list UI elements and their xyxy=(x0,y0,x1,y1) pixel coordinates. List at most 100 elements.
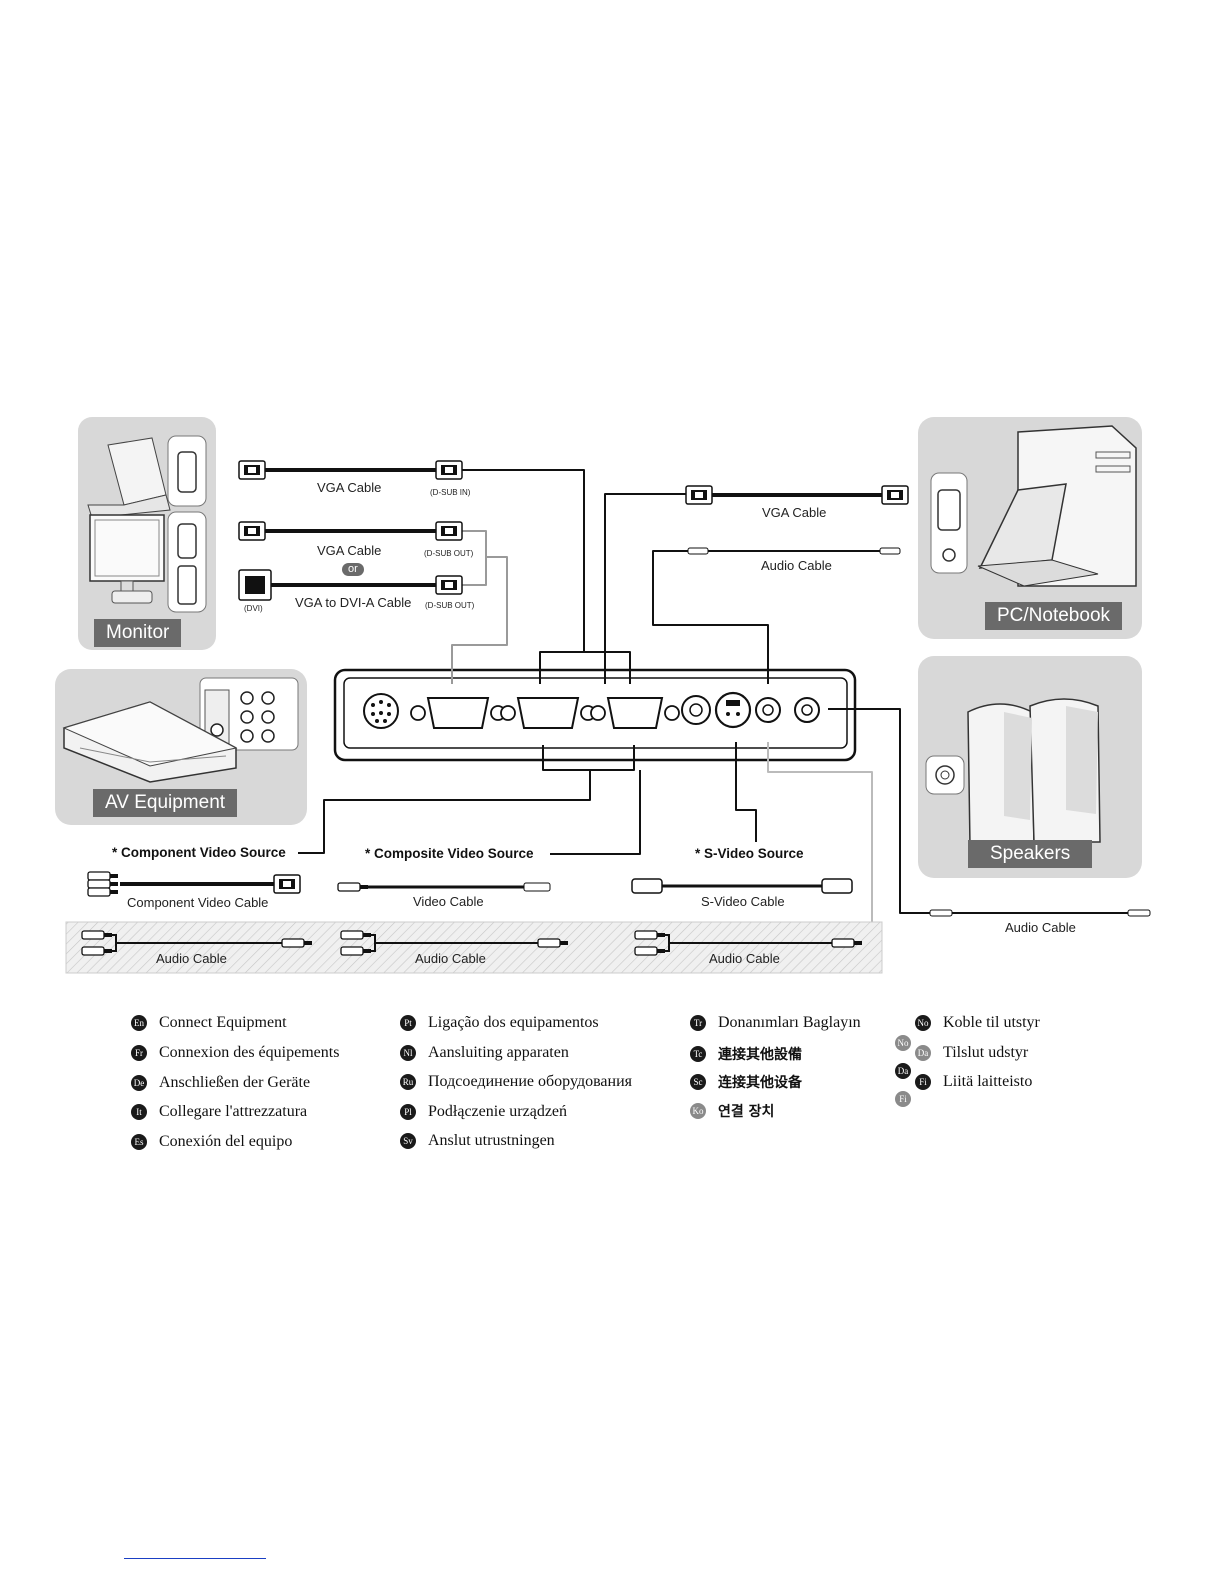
language-item-ru: Ru Подсоединение оборудования xyxy=(400,1073,632,1091)
component-cable-label: Component Video Cable xyxy=(127,895,269,910)
language-item-tr: Tr Donanımları Baglayın xyxy=(690,1014,861,1032)
language-badge: Da xyxy=(915,1045,931,1061)
language-title: 连接其他设备 xyxy=(718,1075,802,1091)
language-item-no: No Koble til utstyr xyxy=(915,1014,1040,1032)
video-cable xyxy=(337,882,551,892)
language-badge: Da xyxy=(895,1063,911,1079)
language-badge: Pl xyxy=(400,1104,416,1120)
vga-cable-out-label: VGA Cable xyxy=(317,543,382,558)
language-title: Anschließen der Geräte xyxy=(159,1074,311,1091)
language-item-tc: Tc 連接其他設備 xyxy=(690,1044,802,1064)
language-title: Koble til utstyr xyxy=(943,1014,1040,1031)
language-title: Ligação dos equipamentos xyxy=(428,1014,599,1031)
connection-lines xyxy=(298,469,930,922)
floating-badge-no: No xyxy=(895,1035,911,1051)
language-item-en: En Connect Equipment xyxy=(131,1014,287,1032)
language-title: Aansluiting apparaten xyxy=(428,1044,569,1061)
audio-cable-speakers-label: Audio Cable xyxy=(1005,920,1076,935)
audio-cable-pc-label: Audio Cable xyxy=(761,558,832,573)
monitor-panel xyxy=(78,417,216,650)
floating-badge-da: Da xyxy=(895,1063,911,1079)
language-item-it: It Collegare l'attrezzatura xyxy=(131,1103,307,1121)
language-item-es: Es Conexión del equipo xyxy=(131,1133,292,1151)
or-pill: or xyxy=(342,563,364,576)
av-equipment-label: AV Equipment xyxy=(93,789,238,817)
language-title: Collegare l'attrezzatura xyxy=(159,1103,308,1120)
dvi-cable xyxy=(238,569,463,601)
vga-cable-in xyxy=(238,460,463,480)
component-source-label: * Component Video Source xyxy=(112,845,286,860)
dvi-dsub-out-note: (D-SUB OUT) xyxy=(425,601,475,610)
audio-cable-label-1: Audio Cable xyxy=(156,951,227,966)
dsub-in-note: (D-SUB IN) xyxy=(430,488,471,497)
svideo-source-label: * S-Video Source xyxy=(695,846,804,861)
svideo-cable-label: S-Video Cable xyxy=(701,894,785,909)
language-badge: De xyxy=(131,1075,147,1091)
dvi-cable-label: VGA to DVI-A Cable xyxy=(295,595,412,610)
language-badge: Sv xyxy=(400,1133,416,1149)
dsub-out-note: (D-SUB OUT) xyxy=(424,549,474,558)
video-cable-label: Video Cable xyxy=(413,894,484,909)
floating-badge-fi: Fi xyxy=(895,1091,911,1107)
language-badge: En xyxy=(131,1015,147,1031)
projector-io-panel xyxy=(333,668,857,762)
vga-cable-pc xyxy=(685,485,909,505)
pc-notebook-panel xyxy=(918,417,1142,639)
component-cable xyxy=(87,871,301,897)
language-badge: Tc xyxy=(690,1046,706,1062)
dvi-end-note: (DVI) xyxy=(244,604,263,613)
audio-cable-speakers xyxy=(929,909,1151,917)
language-title: Connect Equipment xyxy=(159,1014,287,1031)
language-badge: It xyxy=(131,1104,147,1120)
language-item-fi: Fi Liitä laitteisto xyxy=(915,1073,1032,1091)
language-item-de: De Anschließen der Geräte xyxy=(131,1074,310,1092)
vga-cable-pc-label: VGA Cable xyxy=(762,505,827,520)
audio-cable-pc xyxy=(687,547,901,555)
speakers-label: Speakers xyxy=(968,840,1093,868)
language-item-ko: Ko 연결 장치 xyxy=(690,1101,774,1121)
language-badge: Ko xyxy=(690,1103,706,1119)
audio-cable-band xyxy=(65,921,883,974)
language-title: Подсоединение оборудования xyxy=(428,1073,633,1090)
language-title: 연결 장치 xyxy=(718,1104,775,1120)
language-badge: No xyxy=(895,1035,911,1051)
language-badge: No xyxy=(915,1015,931,1031)
language-badge: Tr xyxy=(690,1015,706,1031)
language-item-sv: Sv Anslut utrustningen xyxy=(400,1132,555,1150)
footer-rule xyxy=(124,1558,266,1559)
language-title: Podłączenie urządzeń xyxy=(428,1103,568,1120)
language-title: Tilslut udstyr xyxy=(943,1044,1029,1061)
pc-notebook-label: PC/Notebook xyxy=(985,602,1123,630)
language-badge: Es xyxy=(131,1134,147,1150)
language-item-pl: Pl Podłączenie urządzeń xyxy=(400,1103,567,1121)
language-title: Connexion des équipements xyxy=(159,1044,340,1061)
audio-cable-label-3: Audio Cable xyxy=(709,951,780,966)
language-item-fr: Fr Connexion des équipements xyxy=(131,1044,339,1062)
language-item-pt: Pt Ligação dos equipamentos xyxy=(400,1014,599,1032)
language-item-da: Da Tilslut udstyr xyxy=(915,1044,1028,1062)
language-badge: Pt xyxy=(400,1015,416,1031)
vga-cable-in-label: VGA Cable xyxy=(317,480,382,495)
language-badge: Fr xyxy=(131,1045,147,1061)
vga-cable-out xyxy=(238,521,463,541)
language-item-sc: Sc 连接其他设备 xyxy=(690,1072,802,1092)
composite-source-label: * Composite Video Source xyxy=(365,846,534,861)
vga-port-3 xyxy=(590,697,680,729)
language-badge: Ru xyxy=(400,1074,416,1090)
language-title: 連接其他設備 xyxy=(718,1047,802,1063)
monitor-label: Monitor xyxy=(94,619,182,647)
language-title: Anslut utrustningen xyxy=(428,1132,555,1149)
language-badge: Fi xyxy=(915,1074,931,1090)
speakers-panel xyxy=(918,656,1142,878)
language-badge: Sc xyxy=(690,1074,706,1090)
language-badge: Fi xyxy=(895,1091,911,1107)
av-equipment-panel xyxy=(55,669,307,825)
language-item-nl: Nl Aansluiting apparaten xyxy=(400,1044,569,1062)
language-title: Conexión del equipo xyxy=(159,1133,293,1150)
language-title: Donanımları Baglayın xyxy=(718,1014,861,1031)
audio-cable-label-2: Audio Cable xyxy=(415,951,486,966)
language-badge: Nl xyxy=(400,1045,416,1061)
svideo-cable xyxy=(631,878,853,894)
language-title: Liitä laitteisto xyxy=(943,1073,1033,1090)
